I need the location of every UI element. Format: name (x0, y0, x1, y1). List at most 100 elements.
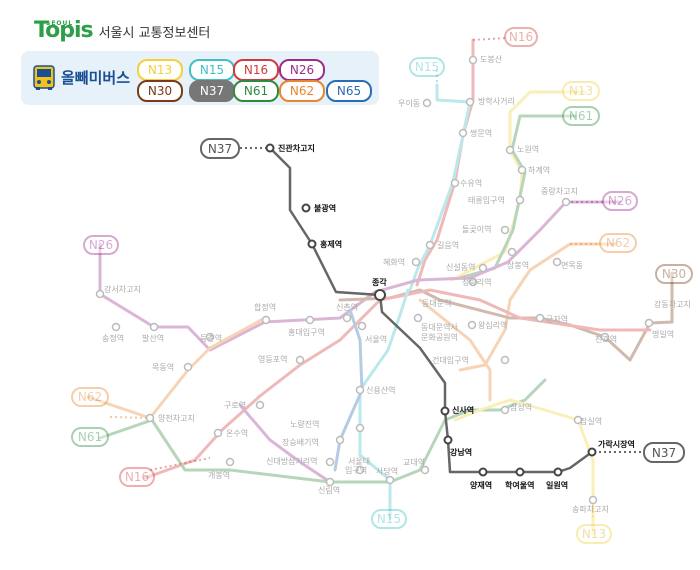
svg-text:우이동: 우이동 (398, 98, 420, 108)
map-badge-n37-end[interactable]: N37 (643, 442, 685, 463)
n37-label-gangnam: 강남역 (450, 447, 472, 457)
svg-text:길음역: 길음역 (437, 240, 459, 250)
svg-text:송정역: 송정역 (102, 333, 124, 343)
n37-label-bulgwang: 불광역 (314, 203, 336, 213)
center-name: 서울시 교통정보센터 (98, 26, 211, 41)
svg-text:잠실역: 잠실역 (580, 416, 602, 426)
svg-text:동대문역: 동대문역 (422, 298, 451, 308)
route-badge-n15[interactable]: N15 (189, 59, 235, 81)
map-badge-n37-start[interactable]: N37 (200, 138, 240, 159)
n37-stop-sinsa (440, 406, 450, 416)
svg-text:방학사거리: 방학사거리 (478, 96, 515, 106)
svg-text:강서차고지: 강서차고지 (104, 284, 141, 294)
svg-text:입구역: 입구역 (345, 465, 367, 475)
svg-text:송파차고지: 송파차고지 (572, 505, 609, 514)
route-badge-n30[interactable]: N30 (137, 80, 183, 102)
map-badge-n30-right[interactable]: N30 (655, 264, 693, 284)
svg-text:N16: N16 (125, 470, 149, 484)
n37-label-jonggak: 종각 (372, 277, 387, 287)
route-n26-line (98, 200, 622, 352)
svg-text:도봉산: 도봉산 (480, 54, 503, 64)
brand-header: SEOUL Topis 서울시 교통정보센터 (34, 20, 210, 42)
map-badge-n13-bottom[interactable]: N13 (576, 524, 612, 544)
svg-text:면목동: 면목동 (561, 260, 583, 270)
svg-text:영등포역: 영등포역 (258, 354, 287, 364)
svg-text:천호역: 천호역 (595, 334, 617, 344)
svg-text:개봉역: 개봉역 (208, 470, 230, 480)
map-badge-n61-right[interactable]: N61 (562, 106, 600, 126)
svg-text:건대입구역: 건대입구역 (432, 355, 469, 365)
route-n13-south-line (453, 398, 595, 536)
n37-stop-jonggak (374, 289, 386, 301)
route-n37-line (269, 147, 593, 474)
svg-text:수유역: 수유역 (460, 178, 482, 188)
map-badge-n16-top[interactable]: N16 (504, 27, 538, 47)
svg-text:문화공원역: 문화공원역 (421, 332, 458, 342)
svg-text:서울역: 서울역 (365, 334, 387, 344)
n37-label-yangjae: 양재역 (470, 480, 492, 490)
map-badge-n61-left[interactable]: N61 (71, 427, 109, 447)
svg-text:N26: N26 (89, 238, 113, 252)
n37-stop-garak (587, 447, 597, 457)
svg-text:합정역: 합정역 (254, 302, 276, 312)
route-badge-n61[interactable]: N61 (233, 80, 279, 102)
route-badge-n13[interactable]: N13 (137, 59, 183, 81)
svg-text:쌍문역: 쌍문역 (470, 128, 492, 138)
svg-text:N16: N16 (509, 30, 533, 44)
map-badge-n15-bottom[interactable]: N15 (371, 509, 407, 529)
route-badge-n16[interactable]: N16 (233, 59, 279, 81)
svg-text:신촌역: 신촌역 (336, 302, 358, 312)
svg-text:N13: N13 (582, 527, 606, 541)
n37-label-irwon: 일원역 (546, 480, 568, 490)
svg-text:노원역: 노원역 (517, 144, 539, 154)
svg-text:N26: N26 (608, 194, 632, 208)
map-badge-n16-bottom[interactable]: N16 (119, 467, 155, 487)
svg-text:등촌역: 등촌역 (200, 333, 222, 343)
svg-text:발산역: 발산역 (142, 333, 164, 343)
svg-text:N15: N15 (377, 512, 401, 526)
route-n30-line (338, 271, 674, 362)
route-badge-n62[interactable]: N62 (279, 80, 325, 102)
svg-text:양천차고지: 양천차고지 (158, 413, 195, 423)
route-n62-line (458, 242, 617, 372)
n37-stop-hongje (307, 239, 317, 249)
n37-label-hagyeoul: 학여울역 (505, 480, 534, 490)
route-n16-line (415, 38, 475, 287)
svg-text:N13: N13 (569, 84, 593, 98)
n37-stop-irwon (553, 467, 563, 477)
n37-label-sinsa: 신사역 (452, 405, 474, 415)
n37-stop-jingwan (265, 143, 275, 153)
map-badge-n13-right[interactable]: N13 (562, 81, 600, 101)
svg-text:중랑차고지: 중랑차고지 (541, 186, 578, 196)
svg-text:N61: N61 (569, 109, 593, 123)
svg-text:N61: N61 (78, 430, 102, 444)
svg-text:장승배기역: 장승배기역 (282, 437, 319, 447)
svg-text:하계역: 하계역 (528, 165, 550, 175)
map-badge-n26-left[interactable]: N26 (83, 235, 119, 255)
svg-text:N15: N15 (415, 60, 439, 74)
svg-text:N62: N62 (78, 390, 102, 404)
n37-stop-yangjae (478, 467, 488, 477)
svg-text:왕십리역: 왕십리역 (478, 320, 507, 330)
svg-text:삼성역: 삼성역 (510, 402, 532, 412)
svg-text:동대문역사: 동대문역사 (421, 322, 458, 332)
route-n15-line (408, 83, 472, 292)
map-badge-n62-right[interactable]: N62 (599, 233, 637, 253)
svg-text:군자역: 군자역 (546, 314, 568, 324)
n37-label-hongje: 홍제역 (320, 239, 342, 249)
n37-label-garak: 가락시장역 (598, 439, 635, 449)
svg-text:사당역: 사당역 (376, 466, 398, 476)
svg-text:청량리역: 청량리역 (462, 277, 491, 287)
route-badge-n37[interactable]: N37 (189, 80, 235, 102)
map-badge-n62-left[interactable]: N62 (71, 387, 109, 407)
route-badge-n26[interactable]: N26 (279, 59, 325, 81)
svg-text:태릉입구역: 태릉입구역 (468, 195, 505, 205)
map-badge-n15-left[interactable]: N15 (409, 57, 445, 77)
route-badge-n65[interactable]: N65 (326, 80, 372, 102)
bus-icon (33, 65, 55, 90)
map-badge-n26-right[interactable]: N26 (602, 191, 638, 211)
svg-text:구로역: 구로역 (224, 400, 246, 410)
svg-text:N37: N37 (652, 446, 676, 460)
